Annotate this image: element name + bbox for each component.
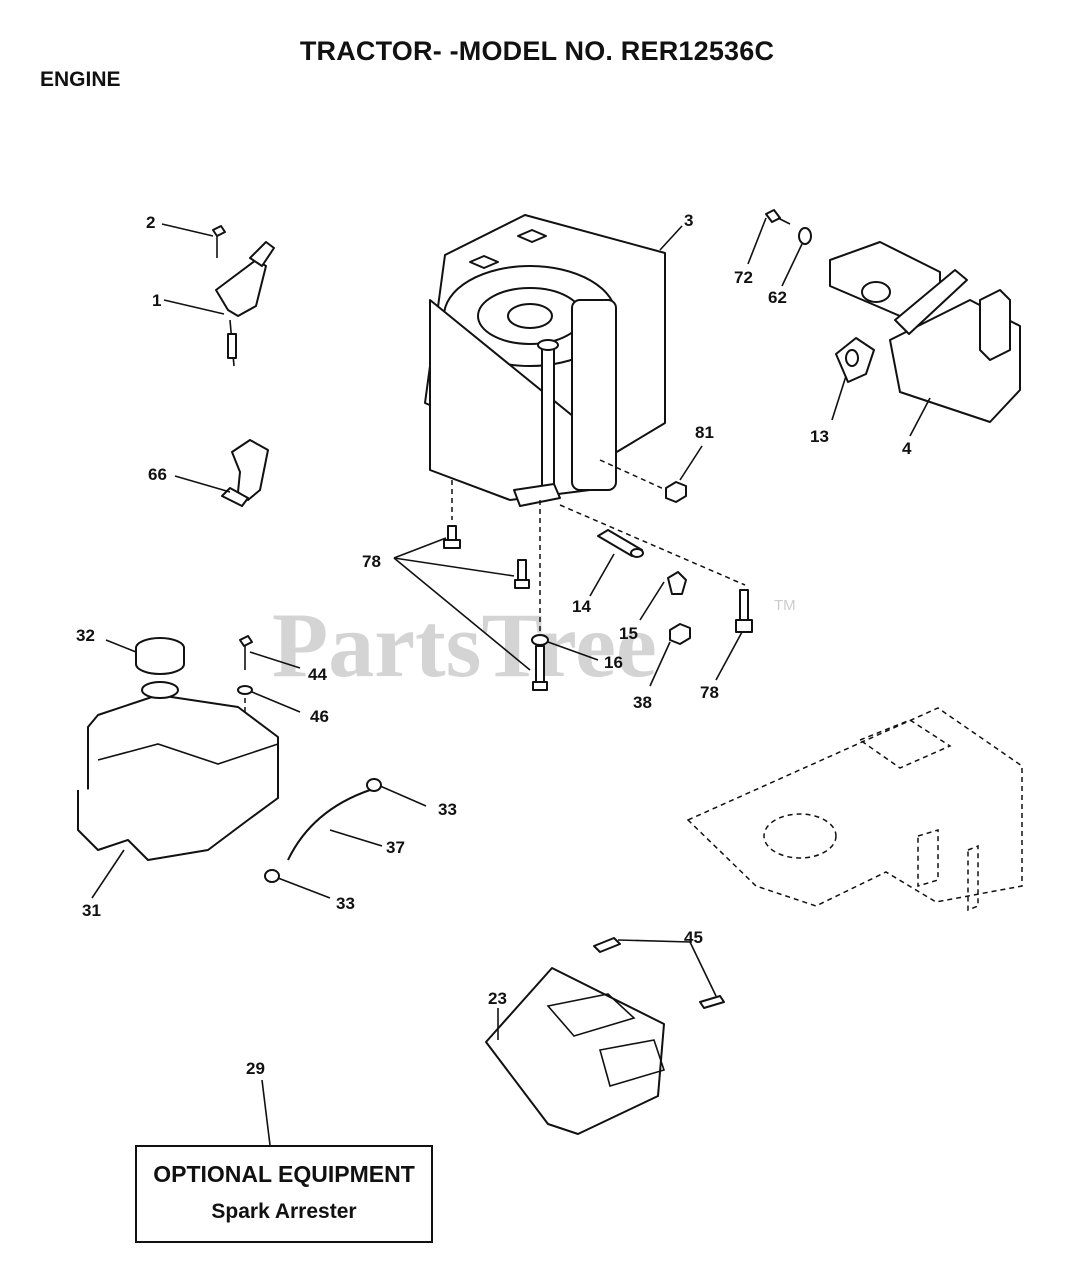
part-14-spacer[interactable] bbox=[597, 529, 644, 558]
page-title: TRACTOR- -MODEL NO. RER12536C bbox=[299, 36, 775, 66]
callout-3: 3 bbox=[684, 211, 693, 230]
part-4-muffler[interactable] bbox=[829, 241, 1021, 423]
callout-38: 38 bbox=[633, 693, 652, 712]
watermark-text: PartsTree bbox=[272, 594, 657, 696]
part-66-cable-clamp[interactable] bbox=[221, 439, 269, 507]
callout-33: 33 bbox=[336, 894, 355, 913]
callout-44: 44 bbox=[308, 665, 327, 684]
part-32-fuel-cap[interactable] bbox=[135, 637, 185, 675]
part-3-engine[interactable] bbox=[424, 214, 666, 507]
part-13-gasket[interactable] bbox=[835, 337, 875, 383]
part-16-washer[interactable] bbox=[531, 634, 549, 646]
optional-equipment-title: OPTIONAL EQUIPMENT bbox=[153, 1161, 415, 1187]
callout-14: 14 bbox=[572, 597, 591, 616]
callout-62: 62 bbox=[768, 288, 787, 307]
part-33-clamp[interactable] bbox=[264, 869, 280, 883]
part-78-bolt[interactable] bbox=[532, 645, 548, 691]
callout-1: 1 bbox=[152, 291, 161, 310]
callout-2: 2 bbox=[146, 213, 155, 232]
part-33-clamp[interactable] bbox=[366, 778, 382, 792]
callout-33: 33 bbox=[438, 800, 457, 819]
callout-29: 29 bbox=[246, 1059, 265, 1078]
callout-66: 66 bbox=[148, 465, 167, 484]
callout-72: 72 bbox=[734, 268, 753, 287]
part-31-fuel-tank[interactable] bbox=[77, 681, 279, 861]
part-23-heat-shield[interactable] bbox=[485, 967, 666, 1135]
callout-16: 16 bbox=[604, 653, 623, 672]
section-label: ENGINE bbox=[40, 68, 121, 91]
callout-45: 45 bbox=[684, 928, 703, 947]
tractor-frame-reference bbox=[686, 707, 1023, 912]
part-78-bolt[interactable] bbox=[735, 589, 753, 633]
part-1-throttle-control[interactable] bbox=[215, 241, 275, 367]
part-78-bolt[interactable] bbox=[514, 559, 530, 589]
callout-13: 13 bbox=[810, 427, 829, 446]
part-2-screw[interactable] bbox=[212, 225, 226, 258]
callout-31: 31 bbox=[82, 901, 101, 920]
part-38-nut[interactable] bbox=[669, 623, 691, 645]
part-45-screw[interactable] bbox=[699, 995, 725, 1009]
callout-81: 81 bbox=[695, 423, 714, 442]
callout-78: 78 bbox=[700, 683, 719, 702]
callout-78: 78 bbox=[362, 552, 381, 571]
part-44-screw[interactable] bbox=[239, 635, 253, 670]
callout-32: 32 bbox=[76, 626, 95, 645]
callout-23: 23 bbox=[488, 989, 507, 1008]
leader-lines bbox=[91, 217, 931, 1146]
callout-46: 46 bbox=[310, 707, 329, 726]
watermark-trademark: TM bbox=[774, 597, 796, 614]
optional-equipment-box: OPTIONAL EQUIPMENT Spark Arrester bbox=[135, 1145, 433, 1243]
spark-arrester-label: Spark Arrester bbox=[211, 1200, 357, 1223]
part-62-lockwasher[interactable] bbox=[798, 227, 812, 245]
part-15-fitting[interactable] bbox=[667, 571, 687, 595]
part-72-bolt[interactable] bbox=[765, 209, 791, 225]
callout-4: 4 bbox=[902, 439, 912, 458]
part-81-nut[interactable] bbox=[665, 481, 687, 503]
callout-15: 15 bbox=[619, 624, 638, 643]
part-45-screw[interactable] bbox=[593, 937, 621, 953]
part-46-washer[interactable] bbox=[237, 685, 253, 695]
part-78-bolt[interactable] bbox=[443, 525, 461, 549]
part-37-fuel-line[interactable] bbox=[287, 789, 371, 861]
callout-37: 37 bbox=[386, 838, 405, 857]
